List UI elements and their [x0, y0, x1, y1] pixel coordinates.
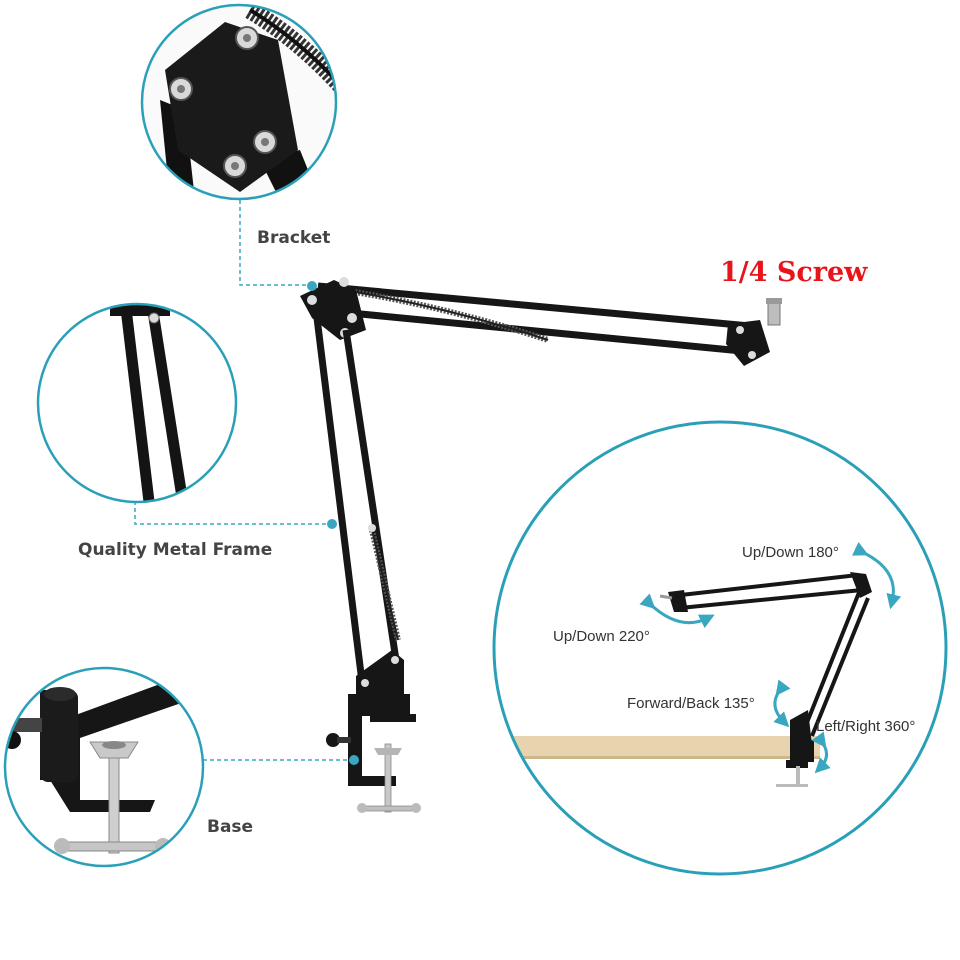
forward-back-label: Forward/Back 135°: [627, 695, 755, 712]
bracket-detail-circle: [140, 3, 338, 201]
frame-marker: [327, 519, 337, 529]
updown-220-label: Up/Down 220°: [553, 628, 650, 645]
bracket-marker: [307, 281, 317, 291]
bracket-label: Bracket: [257, 228, 331, 248]
left-right-label: Left/Right 360°: [816, 718, 916, 735]
base-marker: [349, 755, 359, 765]
rotation-detail-circle: [492, 420, 948, 876]
updown-180-label: Up/Down 180°: [742, 544, 839, 561]
frame-label: Quality Metal Frame: [78, 540, 273, 560]
leader-lines: [134, 200, 354, 761]
boom-arm: [300, 277, 782, 813]
base-label: Base: [207, 817, 254, 837]
base-detail-circle: [3, 666, 205, 868]
screw-label: 1/4 Screw: [720, 257, 868, 288]
frame-detail-circle: [36, 302, 238, 504]
